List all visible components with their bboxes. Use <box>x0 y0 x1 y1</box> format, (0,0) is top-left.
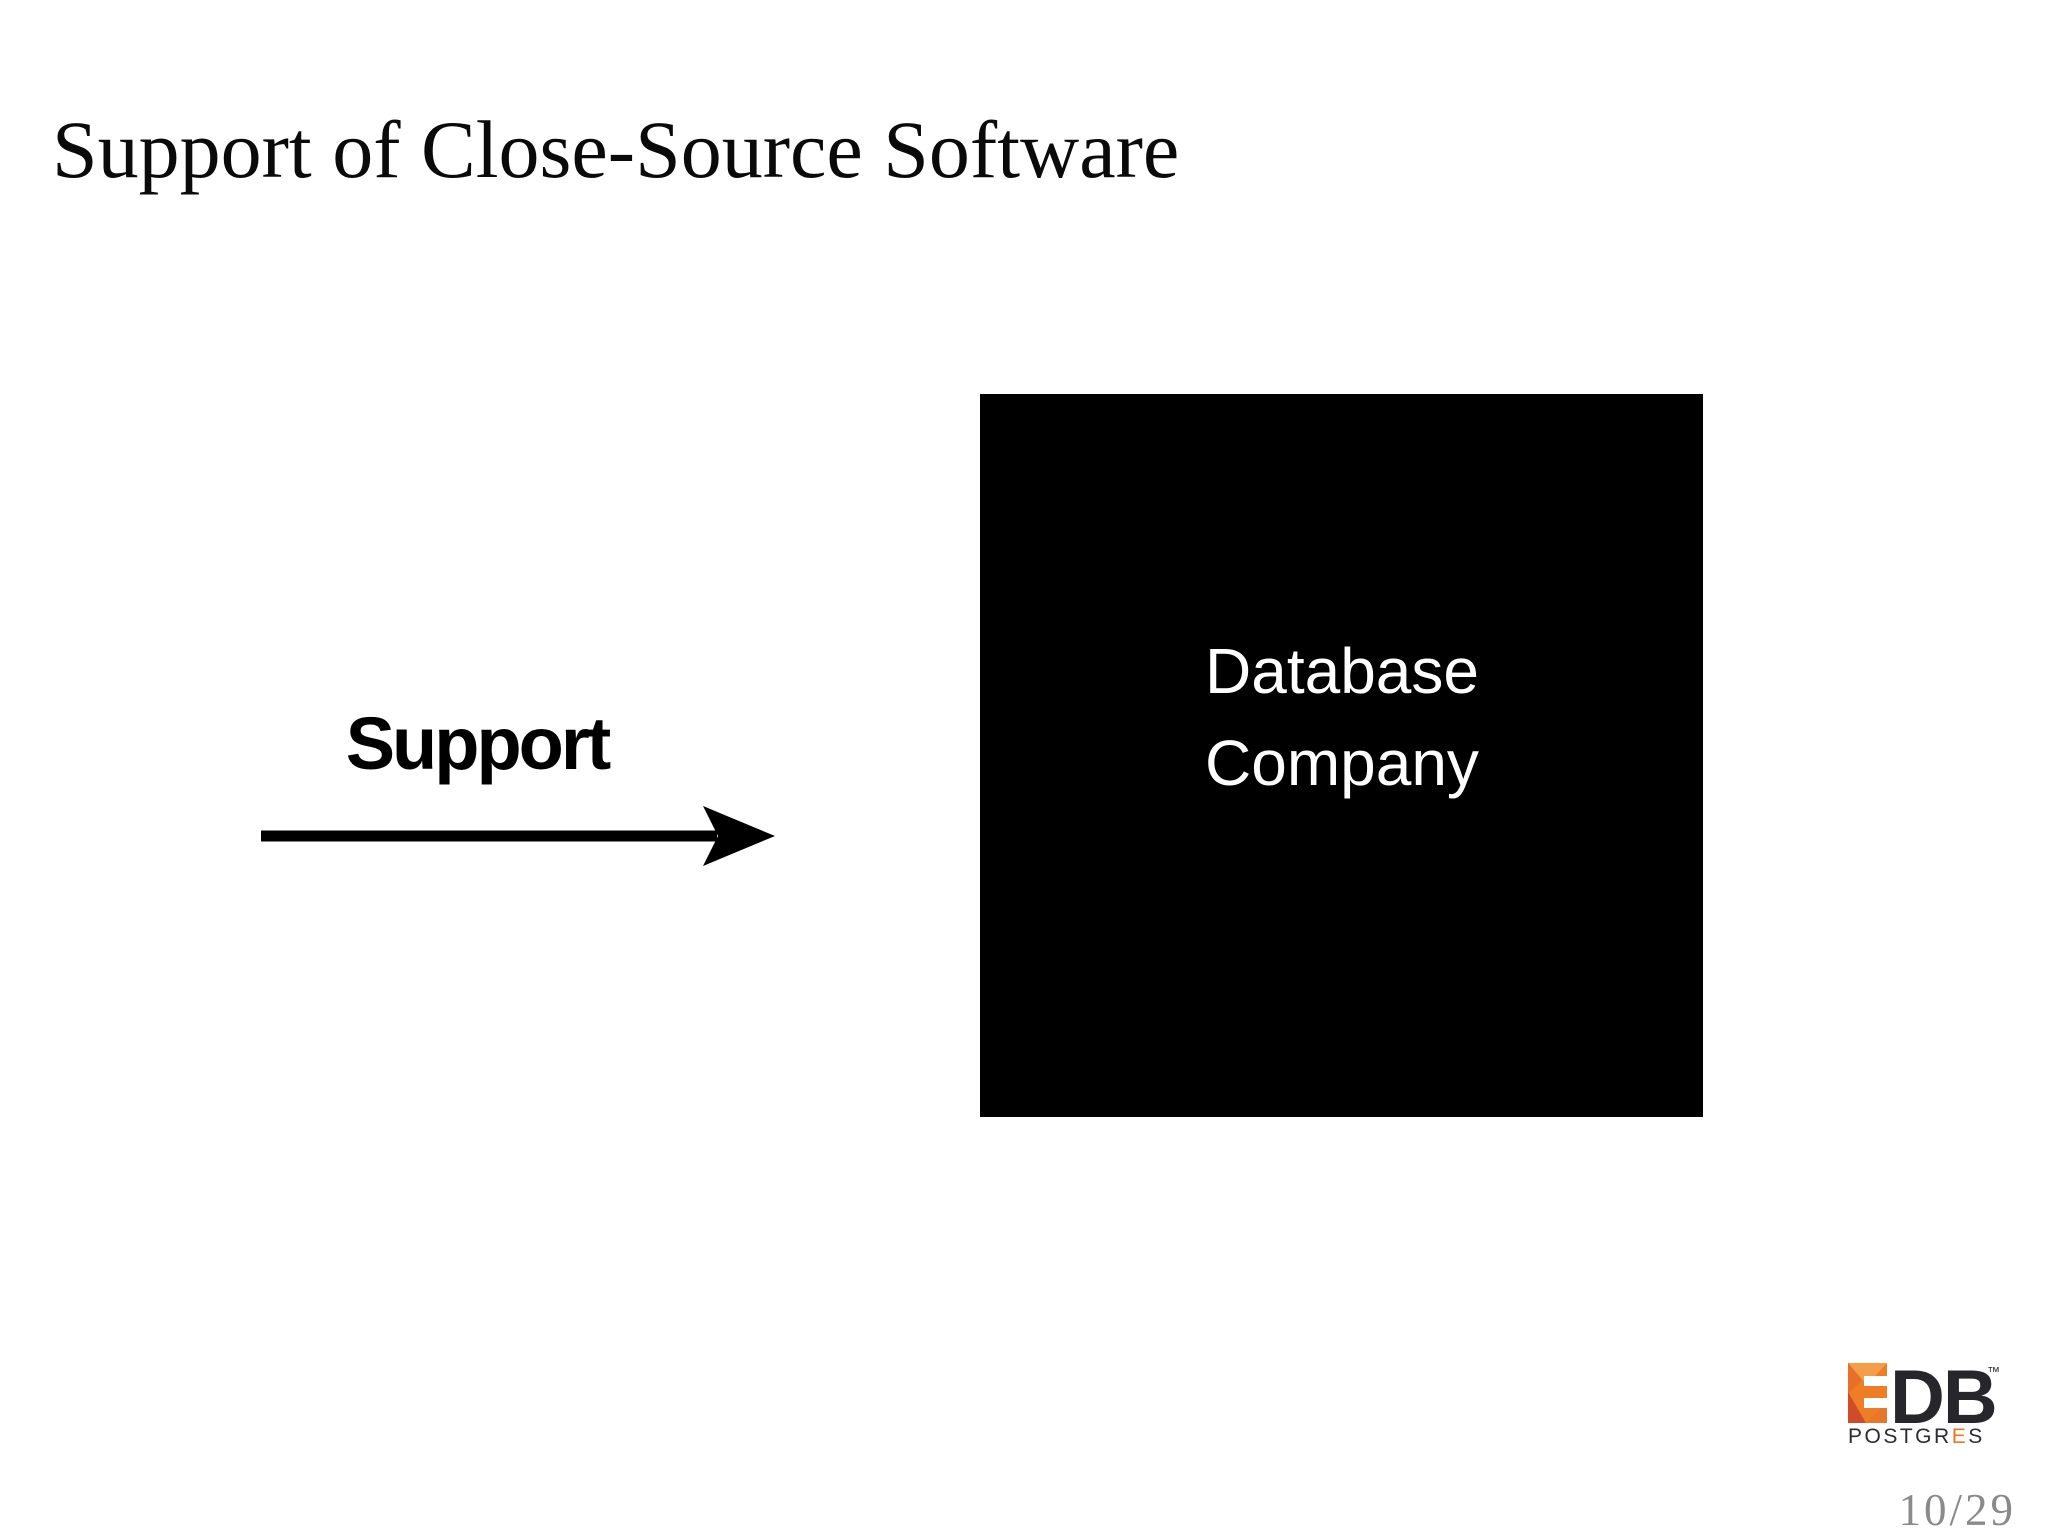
page-number: 10/29 <box>1898 1485 2016 1535</box>
slide-title: Support of Close-Source Software <box>52 103 1180 195</box>
database-company-label-line2: Company <box>1205 727 1479 799</box>
edb-db-text: DB <box>1890 1360 1996 1440</box>
edb-e-icon <box>1848 1363 1887 1423</box>
arrow-head <box>703 806 775 866</box>
database-company-box: Database Company <box>980 394 1703 1117</box>
postgres-wordmark: POSTGRES <box>1848 1425 1985 1448</box>
support-label: Support <box>345 702 612 785</box>
support-arrow-icon <box>261 806 775 866</box>
edb-trademark: ™ <box>1987 1364 2000 1379</box>
postgres-part1: POSTGR <box>1848 1425 1952 1448</box>
postgres-orange-e: E <box>1952 1425 1969 1448</box>
edb-postgres-logo: DB ™ POSTGRES <box>1848 1360 2000 1448</box>
database-company-label: Database Company <box>1205 625 1479 809</box>
database-company-label-line1: Database <box>1205 635 1479 707</box>
postgres-part2: S <box>1968 1425 1985 1448</box>
